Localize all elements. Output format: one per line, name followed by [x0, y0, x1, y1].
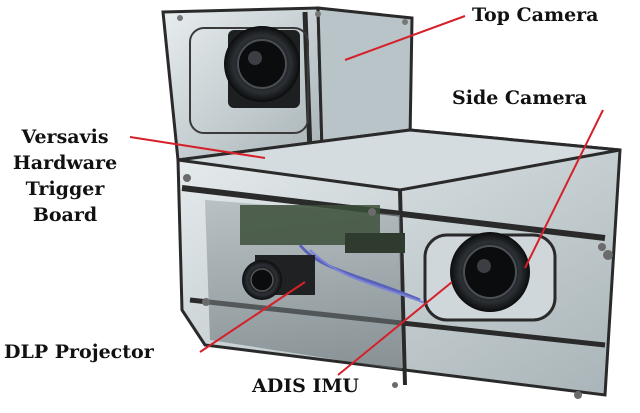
label-versavis-line-4: Board	[32, 204, 98, 226]
label-adis-imu: ADIS IMU	[252, 375, 359, 397]
label-versavis-board: Versavis Hardware Trigger Board	[0, 124, 130, 228]
leader-imu	[337, 281, 453, 376]
top-camera-lens	[224, 26, 300, 108]
leader-side-camera	[524, 109, 604, 269]
label-versavis-line-2: Hardware	[12, 152, 118, 174]
frame-screws	[183, 174, 613, 399]
leader-top-camera	[344, 15, 466, 61]
label-versavis-line-1: Versavis	[21, 126, 109, 148]
label-dlp-projector: DLP Projector	[4, 341, 154, 363]
label-versavis-line-3: Trigger	[25, 178, 105, 200]
label-top-camera: Top Camera	[472, 4, 599, 26]
leader-lines	[129, 15, 604, 376]
leader-versavis	[129, 136, 266, 159]
side-camera-lens	[423, 232, 557, 322]
label-side-camera: Side Camera	[452, 87, 587, 109]
dlp-projector	[242, 255, 315, 300]
leader-dlp	[199, 281, 306, 353]
